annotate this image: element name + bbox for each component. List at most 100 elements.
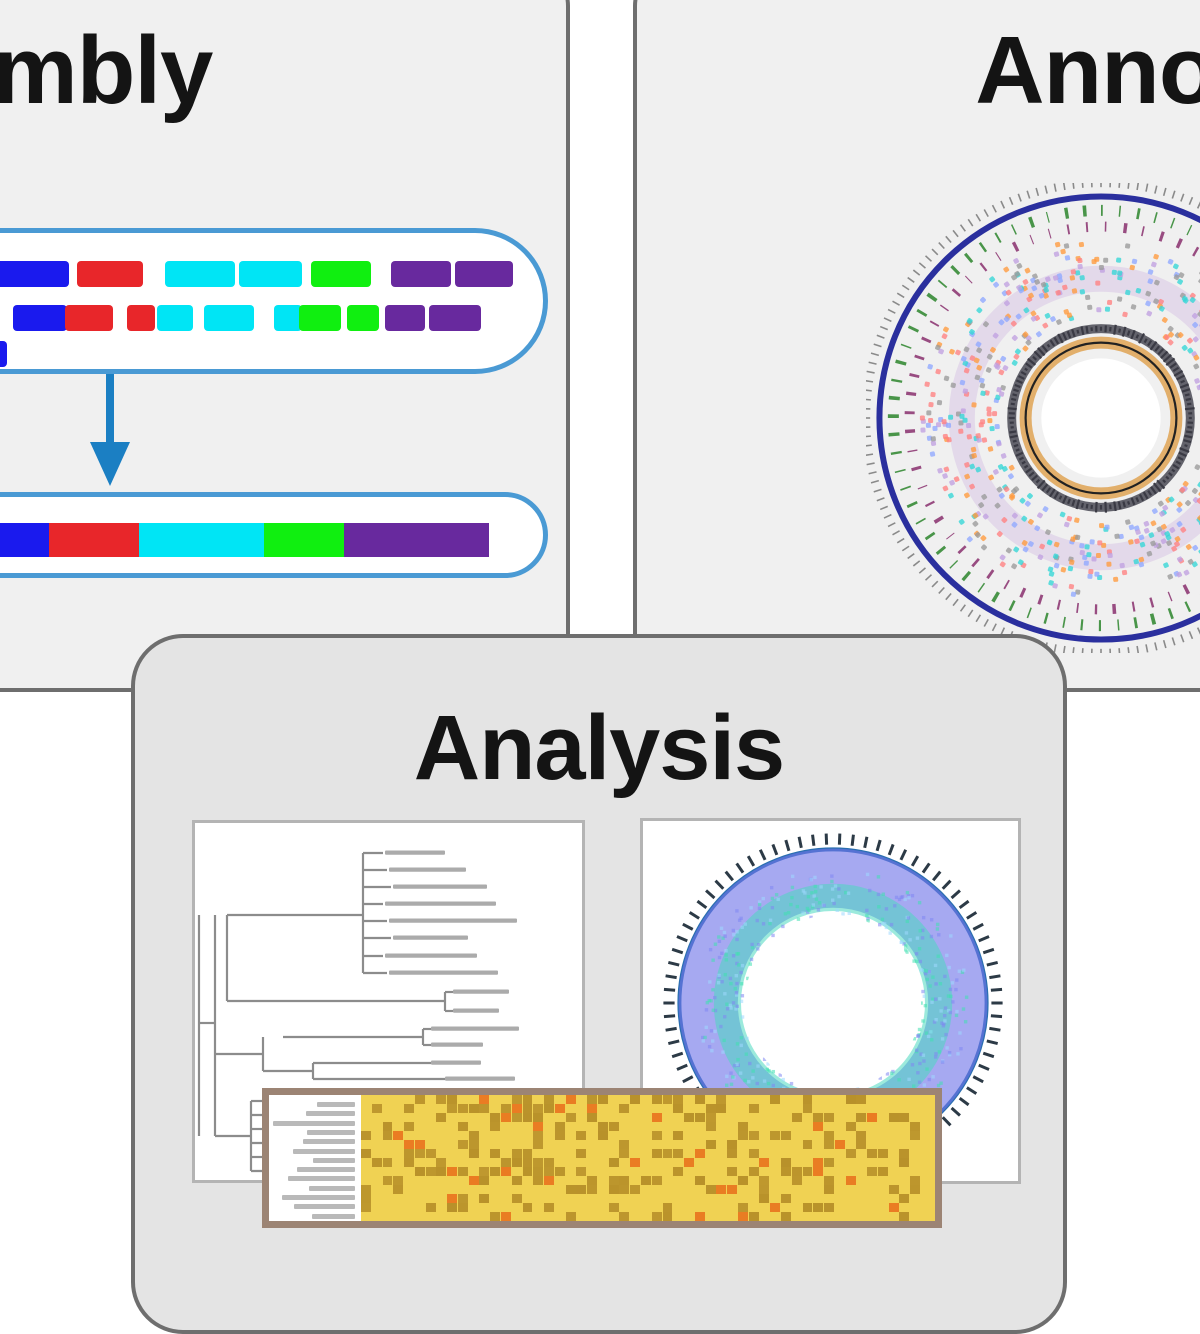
heatmap-cell — [469, 1104, 479, 1113]
heatmap-row-label — [313, 1158, 355, 1163]
heatmap-cell — [609, 1185, 619, 1194]
contig-segment — [139, 523, 264, 557]
heatmap-column — [716, 1095, 726, 1221]
heatmap-cell — [878, 1149, 888, 1158]
heatmap-cell — [490, 1212, 500, 1221]
heatmap-cell — [759, 1185, 769, 1194]
heatmap-cell — [770, 1095, 780, 1104]
contig-segment — [0, 523, 49, 557]
heatmap-cell — [846, 1149, 856, 1158]
read-segment — [239, 261, 302, 287]
heatmap-cell — [781, 1158, 791, 1167]
heatmap-cell — [619, 1176, 629, 1185]
heatmap-cell — [716, 1185, 726, 1194]
heatmap-row-label — [296, 1223, 355, 1228]
heatmap-cell — [652, 1149, 662, 1158]
heatmap-cell — [587, 1104, 597, 1113]
heatmap-column — [447, 1095, 457, 1221]
heatmap-cell — [533, 1167, 543, 1176]
heatmap-column — [501, 1095, 511, 1221]
heatmap-cell — [479, 1176, 489, 1185]
heatmap-cell — [458, 1122, 468, 1131]
heatmap-cell — [598, 1131, 608, 1140]
heatmap-cell — [566, 1185, 576, 1194]
heatmap-row-label — [303, 1139, 356, 1144]
heatmap-cell — [458, 1167, 468, 1176]
heatmap-cell — [803, 1104, 813, 1113]
heatmap-cell — [652, 1131, 662, 1140]
gene-presence-absence-heatmap — [262, 1088, 942, 1228]
heatmap-cell — [673, 1131, 683, 1140]
heatmap-cell — [619, 1149, 629, 1158]
heatmap-row-label — [307, 1130, 355, 1135]
heatmap-cell — [404, 1149, 414, 1158]
heatmap-cell — [490, 1149, 500, 1158]
heatmap-column — [673, 1095, 683, 1221]
heatmap-cell — [415, 1095, 425, 1104]
heatmap-cell — [792, 1167, 802, 1176]
heatmap-cell — [770, 1203, 780, 1212]
heatmap-cell — [824, 1203, 834, 1212]
heatmap-column — [749, 1095, 759, 1221]
read-segment — [391, 261, 451, 287]
heatmap-cell — [501, 1212, 511, 1221]
heatmap-cell — [792, 1113, 802, 1122]
heatmap-cell — [749, 1212, 759, 1221]
heatmap-column — [479, 1095, 489, 1221]
heatmap-cell — [619, 1185, 629, 1194]
heatmap-cell — [555, 1167, 565, 1176]
heatmap-cell — [436, 1167, 446, 1176]
heatmap-cell — [415, 1149, 425, 1158]
heatmap-cell — [523, 1149, 533, 1158]
heatmap-cell — [609, 1176, 619, 1185]
heatmap-column — [663, 1095, 673, 1221]
heatmap-cell — [781, 1194, 791, 1203]
read-segment — [0, 261, 69, 287]
heatmap-cell — [523, 1158, 533, 1167]
heatmap-column — [361, 1095, 371, 1221]
heatmap-cell — [501, 1158, 511, 1167]
heatmap-column — [619, 1095, 629, 1221]
heatmap-column — [878, 1095, 888, 1221]
heatmap-cell — [749, 1167, 759, 1176]
heatmap-cell — [609, 1203, 619, 1212]
heatmap-cell — [458, 1104, 468, 1113]
contig-segment — [344, 523, 489, 557]
heatmap-cell — [910, 1131, 920, 1140]
heatmap-cell — [738, 1203, 748, 1212]
heatmap-cell — [706, 1113, 716, 1122]
heatmap-cell — [824, 1113, 834, 1122]
heatmap-cell — [544, 1095, 554, 1104]
heatmap-cell — [523, 1113, 533, 1122]
heatmap-cell — [803, 1203, 813, 1212]
read-segment — [77, 261, 143, 287]
heatmap-column — [609, 1095, 619, 1221]
heatmap-cell — [469, 1131, 479, 1140]
heatmap-cell — [393, 1176, 403, 1185]
heatmap-cell — [512, 1194, 522, 1203]
heatmap-column — [652, 1095, 662, 1221]
heatmap-cell — [716, 1095, 726, 1104]
heatmap-row-label — [288, 1176, 355, 1181]
heatmap-cell — [458, 1194, 468, 1203]
heatmap-cell — [404, 1104, 414, 1113]
heatmap-cell — [663, 1212, 673, 1221]
heatmap-cell — [361, 1149, 371, 1158]
heatmap-cell — [663, 1095, 673, 1104]
heatmap-matrix — [361, 1095, 935, 1221]
heatmap-cell — [910, 1185, 920, 1194]
heatmap-cell — [695, 1149, 705, 1158]
heatmap-cell — [609, 1158, 619, 1167]
heatmap-cell — [899, 1113, 909, 1122]
heatmap-cell — [533, 1140, 543, 1149]
heatmap-cell — [555, 1104, 565, 1113]
heatmap-column — [458, 1095, 468, 1221]
heatmap-cell — [512, 1104, 522, 1113]
heatmap-cell — [490, 1122, 500, 1131]
heatmap-cell — [383, 1158, 393, 1167]
heatmap-cell — [447, 1104, 457, 1113]
heatmap-cell — [458, 1203, 468, 1212]
heatmap-column — [684, 1095, 694, 1221]
heatmap-cell — [835, 1140, 845, 1149]
heatmap-row-label — [312, 1214, 355, 1219]
